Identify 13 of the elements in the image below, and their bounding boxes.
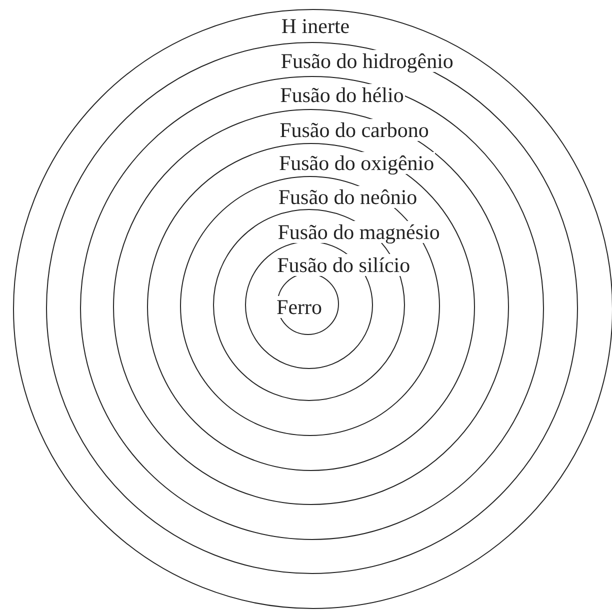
shell-label: Ferro	[276, 296, 324, 318]
shell-circle	[146, 142, 475, 471]
shell-circle	[180, 176, 440, 436]
shell-circle	[13, 9, 612, 609]
shell-label: Fusão do magnésio	[276, 220, 441, 243]
shell-label: Fusão do hidrogênio	[280, 50, 454, 72]
shell-circle	[46, 42, 578, 574]
shell-label: Fusão do silício	[276, 254, 412, 276]
shell-circle	[80, 76, 544, 540]
shell-label: Fusão do oxigênio	[278, 152, 436, 174]
shell-label: Fusão do carbono	[278, 118, 430, 141]
shell-label: Fusão do neônio	[277, 186, 418, 208]
shell-circle	[113, 109, 510, 506]
